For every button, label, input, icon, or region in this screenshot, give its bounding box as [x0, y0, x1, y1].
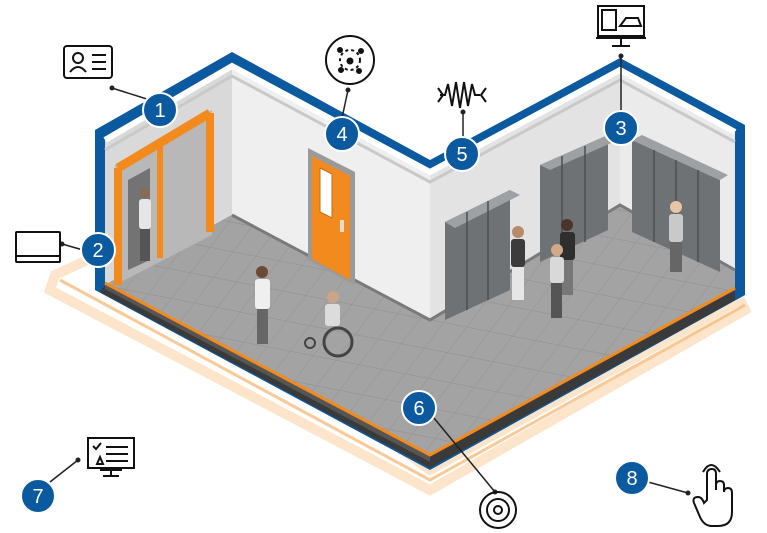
callout-7: 7: [21, 479, 55, 513]
sound-wave-icon: [438, 82, 486, 108]
camera-display-icon: [596, 6, 646, 46]
callout-3-number: 3: [615, 118, 626, 140]
callout-1-number: 1: [154, 100, 165, 122]
callout-6: 6: [402, 391, 436, 425]
callout-7-number: 7: [32, 486, 43, 508]
callout-6-number: 6: [413, 398, 424, 420]
callout-1: 1: [143, 93, 177, 127]
callout-8-number: 8: [626, 468, 637, 490]
touch-hand-icon: [694, 465, 733, 526]
id-card-icon: [64, 46, 112, 78]
callout-4: 4: [325, 117, 359, 151]
callout-4-number: 4: [336, 124, 347, 146]
callout-2: 2: [81, 233, 115, 267]
speaker-target-icon: [480, 492, 516, 528]
callout-2-number: 2: [92, 240, 103, 262]
callout-5: 5: [445, 137, 479, 171]
callout-8: 8: [615, 461, 649, 495]
sensor-dome-icon: [326, 36, 374, 84]
callout-3: 3: [604, 111, 638, 145]
callout-5-number: 5: [456, 144, 467, 166]
checklist-alert-monitor-icon: [88, 438, 134, 476]
monitor-icon: [16, 232, 60, 262]
